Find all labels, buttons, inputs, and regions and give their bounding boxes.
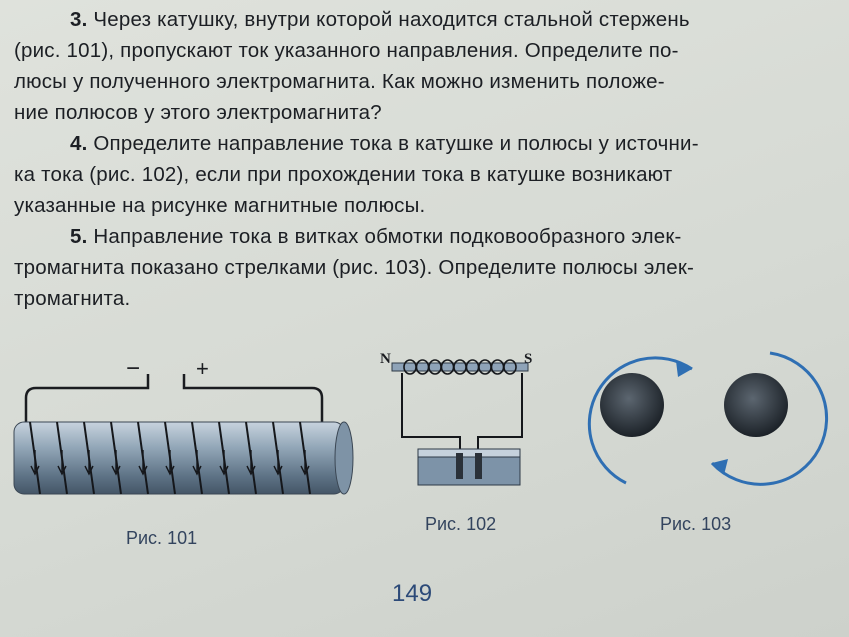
problem-text-block: 3. Через катушку, внутри которой находит… — [14, 4, 840, 314]
current-direction-arrow — [30, 450, 40, 476]
right-lead-wire — [182, 374, 324, 432]
right-current-arc — [710, 351, 829, 486]
right-circuit-wire — [477, 373, 523, 457]
plus-terminal-label: + — [196, 356, 209, 381]
rod-end — [334, 421, 354, 495]
current-direction-arrow — [111, 450, 121, 476]
current-direction-arrow — [84, 450, 94, 476]
problem-4-number: 4. — [70, 132, 88, 155]
current-direction-arrow — [300, 450, 310, 476]
figure-101: − + — [8, 350, 358, 510]
left-pole-core — [600, 373, 664, 437]
left-circuit-wire — [401, 373, 461, 457]
coil-windings-102 — [403, 359, 517, 375]
left-electrode — [456, 453, 463, 479]
minus-terminal-label: − — [126, 355, 140, 382]
electromagnet-circuit-diagram: N S — [380, 351, 532, 486]
horseshoe-electromagnet-diagram — [587, 351, 829, 486]
coil-windings — [29, 421, 311, 495]
steel-rod — [13, 421, 345, 495]
problem-4: 4. Определите направление тока в катушке… — [14, 128, 840, 221]
right-electrode — [475, 453, 482, 479]
north-pole-label: N — [380, 351, 391, 367]
figure-102-caption: Рис. 102 — [425, 514, 497, 534]
current-direction-arrow — [273, 450, 283, 476]
figure-102: N S — [380, 345, 540, 495]
current-direction-arrow — [165, 450, 175, 476]
figure-103-caption: Рис. 103 — [660, 514, 732, 534]
left-current-arc — [587, 356, 693, 485]
problem-5: 5. Направление тока в витках обмотки под… — [14, 221, 840, 314]
current-source-vessel — [417, 454, 521, 486]
current-direction-arrow — [192, 450, 202, 476]
current-direction-arrow — [246, 450, 256, 476]
problem-3-number: 3. — [70, 8, 88, 31]
right-current-arrowhead — [712, 459, 728, 475]
south-pole-label: S — [524, 351, 532, 367]
page-number: 149 — [392, 580, 433, 607]
current-direction-arrow — [219, 450, 229, 476]
problem-5-text: Направление тока в витках обмотки подков… — [14, 225, 695, 310]
iron-core — [391, 362, 529, 372]
problem-3-text: Через катушку, внутри которой находится … — [14, 8, 690, 124]
current-direction-arrow — [138, 450, 148, 476]
figure-101-caption: Рис. 101 — [126, 528, 198, 548]
problem-5-number: 5. — [70, 225, 88, 248]
coil-on-rod-diagram: − + — [13, 355, 354, 495]
current-source-top — [417, 448, 521, 458]
coil-loop — [503, 359, 517, 375]
problem-3: 3. Через катушку, внутри которой находит… — [14, 4, 840, 128]
left-lead-wire — [24, 374, 150, 432]
right-pole-core — [724, 373, 788, 437]
problem-4-text: Определите направление тока в катушке и … — [14, 132, 699, 217]
left-current-arrowhead — [676, 361, 692, 377]
figure-103 — [566, 335, 836, 505]
current-direction-arrow — [57, 450, 67, 476]
